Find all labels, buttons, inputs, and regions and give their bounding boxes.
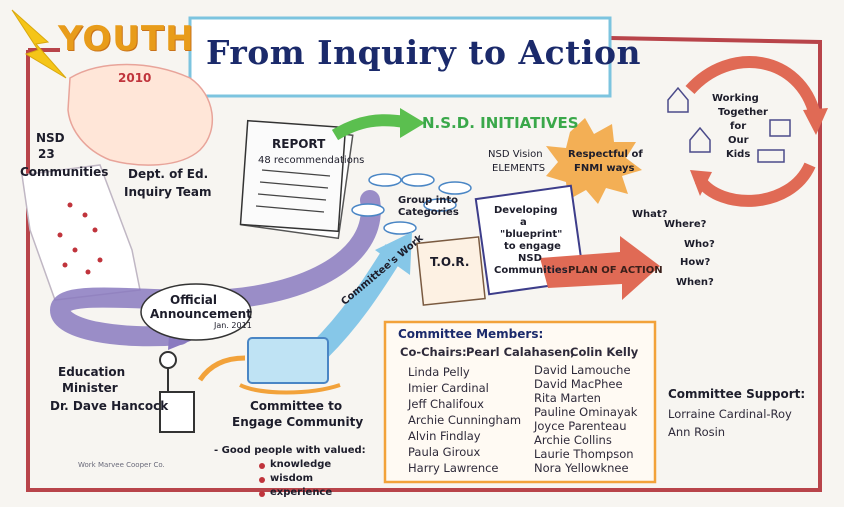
question-how: How? — [680, 257, 711, 268]
good-people-label: - Good people with valued: — [214, 445, 366, 456]
announcement-date: Jan. 2011 — [214, 321, 252, 330]
minister-line2: Minister — [62, 381, 118, 395]
plan-label: PLAN OF ACTION — [568, 265, 663, 276]
group-line1: Group into — [398, 195, 458, 206]
report-stack — [239, 119, 354, 240]
map-dots — [57, 202, 103, 275]
member-left-1: Linda Pelly — [408, 365, 470, 379]
value-knowledge: knowledge — [270, 459, 332, 470]
circular-arrow-bottom — [695, 162, 816, 207]
cochairs-label: Co-Chairs: — [400, 345, 467, 359]
orange-arrow — [197, 355, 246, 382]
value-experience: experience — [270, 487, 333, 498]
support-name-1: Lorraine Cardinal-Roy — [668, 407, 792, 421]
blue-arrow-head — [375, 232, 412, 275]
green-arrow — [331, 114, 406, 141]
orange-swoop — [239, 383, 341, 395]
committee-line2: Engage Community — [232, 415, 364, 429]
respect-starburst — [546, 118, 642, 204]
cochair-1: Pearl Calahasen, — [466, 345, 575, 359]
member-left-4: Archie Cunningham — [408, 413, 522, 427]
title-box — [188, 16, 612, 98]
report-subtitle: 48 recommendations — [258, 155, 365, 166]
working-line4: Our — [728, 135, 749, 146]
vision-line1: NSD Vision — [488, 149, 543, 160]
question-when: When? — [676, 277, 714, 288]
value-wisdom: wisdom — [270, 473, 314, 484]
nsd-map — [21, 164, 141, 301]
member-right-4: Pauline Ominayak — [534, 405, 638, 419]
committee-line1: Committee to — [250, 399, 343, 413]
member-right-6: Archie Collins — [534, 433, 612, 447]
inquiry-line2: Inquiry Team — [124, 185, 212, 199]
question-who: Who? — [684, 239, 715, 250]
year-label: 2010 — [118, 71, 152, 85]
member-left-2: Imier Cardinal — [408, 381, 489, 395]
vision-line2: ELEMENTS — [492, 163, 546, 174]
announcement-line2: Announcement — [150, 307, 252, 321]
nsd-line2: 23 — [38, 147, 55, 161]
podium — [159, 351, 195, 433]
blueprint-line4: to engage — [504, 241, 561, 252]
member-right-1: David Lamouche — [534, 363, 631, 377]
blueprint-line2: a — [520, 217, 527, 228]
question-what: What? — [632, 209, 668, 220]
announcement-line1: Official — [170, 293, 218, 307]
member-left-6: Paula Giroux — [408, 445, 481, 459]
member-left-5: Alvin Findlay — [408, 429, 481, 443]
youth-cloud — [67, 63, 214, 166]
support-name-2: Ann Rosin — [668, 425, 726, 439]
member-right-3: Rita Marten — [534, 391, 601, 405]
blue-arrow — [312, 244, 405, 358]
purple-swoop-arrow — [49, 190, 381, 347]
blueprint-line5: NSD — [518, 253, 542, 264]
plan-arrow — [540, 236, 660, 300]
member-right-2: David MacPhee — [534, 377, 623, 391]
nsd-line1: NSD — [36, 131, 65, 145]
respectful-line1: Respectful of — [568, 149, 643, 160]
member-left-3: Jeff Chalifoux — [408, 397, 484, 411]
cochair-2: Colin Kelly — [570, 345, 639, 359]
circular-arrow-top — [685, 56, 821, 117]
members-box — [383, 320, 657, 484]
artist-credit: Work Marvee Cooper Co. — [78, 461, 165, 469]
member-right-7: Laurie Thompson — [534, 447, 634, 461]
nsd-line3: Communities — [20, 165, 109, 179]
member-left-7: Harry Lawrence — [408, 461, 499, 475]
lightning-bolt-icon — [11, 9, 67, 79]
member-right-8: Nora Yellowknee — [534, 461, 629, 475]
inquiry-line1: Dept. of Ed. — [128, 167, 209, 181]
value-bullets — [259, 463, 265, 497]
group-line2: Categories — [398, 207, 459, 218]
tor-label: T.O.R. — [430, 255, 470, 269]
working-line5: Kids — [726, 149, 751, 160]
houses-icon — [667, 86, 791, 163]
youth-label: YOUTH — [58, 19, 195, 59]
working-line3: for — [730, 121, 747, 132]
red-frame — [26, 36, 822, 492]
members-heading: Committee Members: — [398, 327, 544, 341]
working-line1: Working — [712, 93, 759, 104]
blueprint-line1: Developing — [494, 205, 558, 216]
member-right-5: Joyce Parenteau — [534, 419, 627, 433]
initiatives-label: N.S.D. INITIATIVES — [422, 114, 579, 132]
support-heading: Committee Support: — [668, 387, 806, 401]
blueprint-line3: "blueprint" — [500, 229, 563, 240]
announcement-bubble — [140, 283, 252, 341]
green-arrow-head — [400, 108, 425, 138]
working-line2: Together — [718, 107, 768, 118]
question-where: Where? — [664, 219, 707, 230]
minister-line3: Dr. Dave Hancock — [50, 399, 169, 413]
blueprint-line6: Communities — [494, 265, 568, 276]
page-title: From Inquiry to Action — [206, 33, 641, 72]
minister-line1: Education — [58, 365, 126, 379]
respectful-line2: FNMI ways — [574, 163, 635, 174]
tor-paper — [416, 236, 486, 306]
committee-people — [247, 337, 329, 384]
category-bubbles — [351, 173, 472, 235]
report-title: REPORT — [272, 137, 326, 151]
